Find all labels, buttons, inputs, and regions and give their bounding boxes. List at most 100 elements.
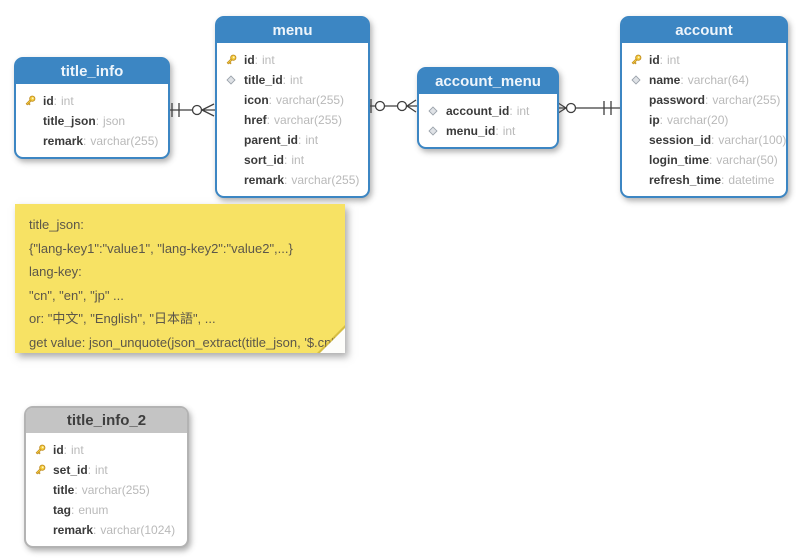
primary-key-icon (224, 53, 244, 67)
note-line: or: "中文", "English", "日本語", ... (29, 311, 216, 326)
table-column-row[interactable]: login_time: varchar(50) (622, 150, 786, 170)
table-column-row[interactable]: ip: varchar(20) (622, 110, 786, 130)
table-column-row[interactable]: set_id: int (26, 460, 187, 480)
note-line: title_json: (29, 217, 84, 232)
column-type: int (516, 104, 530, 118)
column-name: tag (53, 503, 71, 517)
column-type: enum (78, 503, 109, 517)
column-type: int (290, 73, 303, 87)
table-column-row[interactable]: id: int (622, 50, 786, 70)
column-name: remark (43, 134, 84, 148)
table-account[interactable]: account id: int name: varchar(64) passwo… (620, 16, 788, 198)
table-column-row[interactable]: session_id: varchar(100) (622, 130, 786, 150)
column-name: id (244, 53, 255, 67)
table-column-row[interactable]: remark: varchar(1024) (26, 520, 187, 540)
table-account_menu[interactable]: account_menu account_id: int menu_id: in… (417, 67, 559, 149)
colon-separator: : (721, 173, 725, 187)
table-column-row[interactable]: account_id: int (419, 101, 557, 121)
colon-separator: : (63, 443, 68, 457)
column-type: varchar(255) (276, 93, 345, 107)
table-column-row[interactable]: id: int (217, 50, 368, 70)
icon-spacer (224, 153, 244, 167)
column-name: set_id (53, 463, 88, 477)
colon-separator: : (709, 153, 713, 167)
table-column-row[interactable]: tag: enum (26, 500, 187, 520)
table-column-row[interactable]: id: int (26, 440, 187, 460)
table-column-row[interactable]: name: varchar(64) (622, 70, 786, 90)
foreign-key-diamond-icon (629, 73, 649, 87)
column-name: account_id (446, 104, 510, 118)
table-column-row[interactable]: title: varchar(255) (26, 480, 187, 500)
column-type: datetime (728, 173, 775, 187)
note-line: {"lang-key1":"value1", "lang-key2":"valu… (29, 240, 293, 256)
table-column-row[interactable]: sort_id: int (217, 150, 368, 170)
table-column-row[interactable]: title_id: int (217, 70, 368, 90)
table-column-row[interactable]: remark: varchar(255) (16, 131, 168, 151)
column-name: id (53, 443, 64, 457)
icon-spacer (224, 93, 244, 107)
table-column-row[interactable]: remark: varchar(255) (217, 170, 368, 190)
column-name: login_time (649, 153, 710, 167)
table-column-row[interactable]: refresh_time: datetime (622, 170, 786, 190)
table-columns: account_id: int menu_id: int (419, 96, 557, 147)
colon-separator: : (71, 503, 75, 517)
column-name: menu_id (446, 124, 496, 138)
column-type: varchar(20) (667, 113, 729, 127)
table-column-row[interactable]: password: varchar(255) (622, 90, 786, 110)
connector-account_menu-account[interactable] (554, 100, 620, 116)
icon-spacer (224, 173, 244, 187)
connector-title_info-menu[interactable] (166, 103, 215, 117)
primary-key-icon (33, 443, 53, 457)
connector-menu-account_menu[interactable] (366, 99, 417, 113)
colon-separator: : (83, 134, 87, 148)
icon-spacer (629, 113, 649, 127)
table-header[interactable]: title_info_2 (26, 408, 187, 435)
table-header[interactable]: account (622, 18, 786, 45)
column-type: int (262, 53, 275, 67)
icon-spacer (629, 133, 649, 147)
table-menu[interactable]: menu id: int title_id: int icon: varchar… (215, 16, 370, 198)
sticky-note-title-json[interactable]: title_json: {"lang-key1":"value1", "lang… (15, 204, 345, 353)
table-column-row[interactable]: href: varchar(255) (217, 110, 368, 130)
table-column-row[interactable]: menu_id: int (419, 121, 557, 141)
colon-separator: : (53, 94, 58, 108)
column-type: int (291, 153, 305, 167)
column-type: varchar(64) (687, 73, 750, 87)
table-header[interactable]: menu (217, 18, 368, 45)
primary-key-icon (33, 463, 53, 477)
icon-spacer (629, 153, 649, 167)
column-type: int (667, 53, 680, 67)
table-header[interactable]: account_menu (419, 69, 557, 96)
column-type: varchar(1024) (100, 523, 176, 537)
table-columns: id: int set_id: int title: varchar(255) … (26, 435, 187, 546)
colon-separator: : (268, 93, 273, 107)
column-type: varchar(50) (716, 153, 778, 167)
foreign-key-diamond-icon (224, 73, 244, 87)
table-title_info_2[interactable]: title_info_2 id: int set_id: int title: … (24, 406, 189, 548)
column-name: title_id (244, 73, 283, 87)
column-type: varchar(255) (90, 134, 159, 148)
table-column-row[interactable]: parent_id: int (217, 130, 368, 150)
foreign-key-diamond-icon (426, 104, 446, 118)
icon-spacer (224, 113, 244, 127)
column-name: ip (649, 113, 660, 127)
colon-separator: : (93, 523, 97, 537)
colon-separator: : (659, 53, 664, 67)
icon-spacer (629, 173, 649, 187)
table-columns: id: int title_json: json remark: varchar… (16, 86, 168, 157)
table-column-row[interactable]: id: int (16, 91, 168, 111)
colon-separator: : (705, 93, 709, 107)
table-column-row[interactable]: icon: varchar(255) (217, 90, 368, 110)
column-type: int (95, 463, 108, 477)
column-name: password (649, 93, 706, 107)
column-type: varchar(255) (291, 173, 360, 187)
table-header[interactable]: title_info (16, 59, 168, 86)
column-name: title (53, 483, 75, 497)
table-title_info[interactable]: title_info id: int title_json: json rema… (14, 57, 170, 159)
colon-separator: : (87, 463, 92, 477)
table-column-row[interactable]: title_json: json (16, 111, 168, 131)
icon-spacer (23, 114, 43, 128)
column-type: int (502, 124, 516, 138)
colon-separator: : (284, 153, 288, 167)
